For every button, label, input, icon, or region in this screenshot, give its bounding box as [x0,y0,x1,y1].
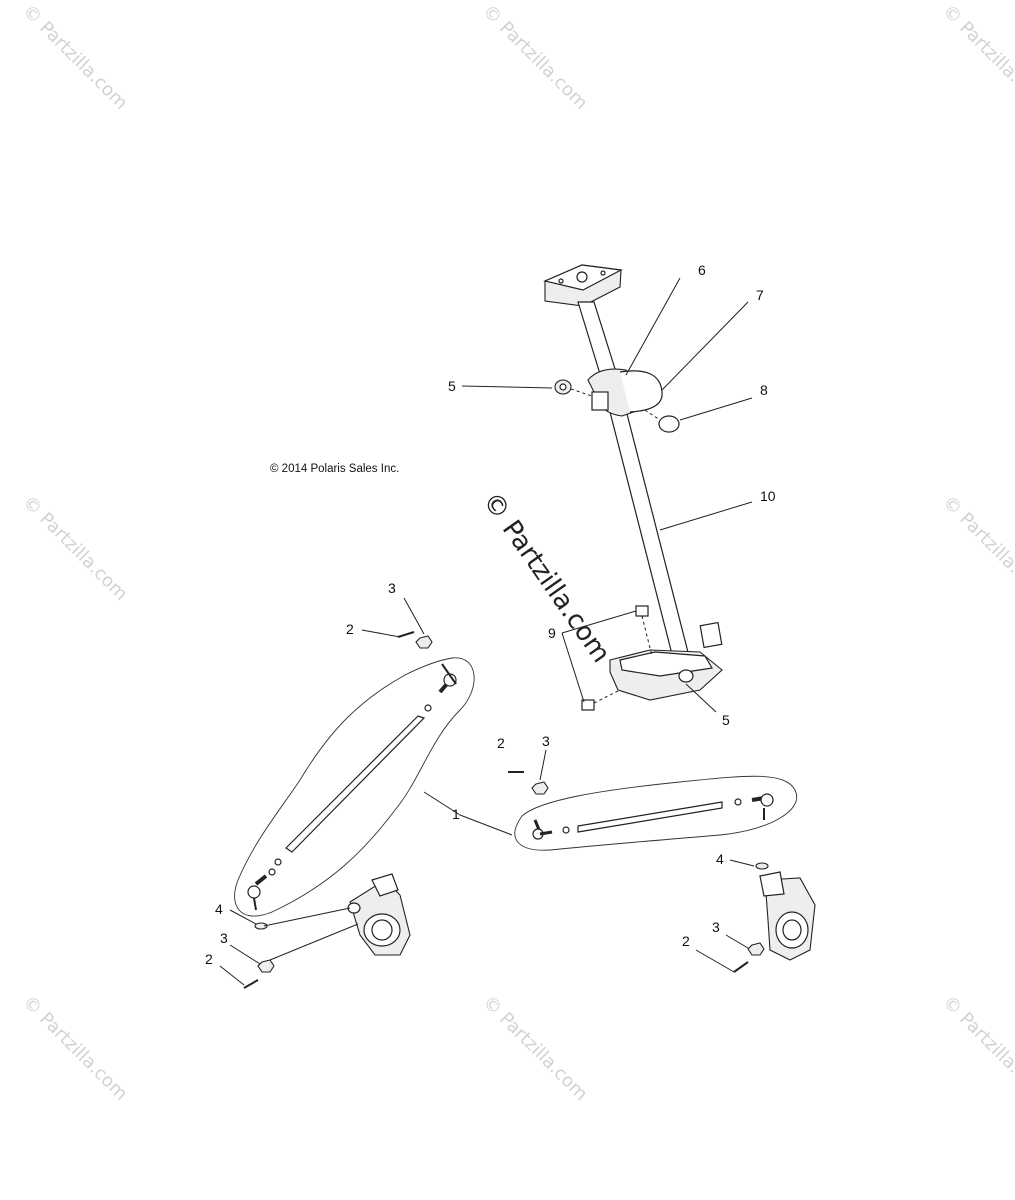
callout-4: 4 [716,851,724,867]
nut-hole [559,383,567,391]
plate-bolt-hole [558,278,564,284]
plate-bolt-hole [600,270,606,276]
leader-3a [403,597,425,635]
watermark: © Partzilla.com [938,1,1015,114]
nut [531,781,549,795]
bolt-line [570,388,593,397]
washer [254,922,268,930]
leader-washer-knuckle [263,907,351,927]
bracket-nut [678,669,694,683]
callout-5: 5 [722,712,730,728]
leader-6 [625,277,681,376]
bolt-head [581,699,595,711]
leader-lines [219,277,755,986]
bolt-head [635,605,649,617]
callout-8: 8 [760,382,768,398]
tie-rod [285,715,426,853]
tie-rod [577,801,723,833]
washer [755,862,769,870]
steering-knuckle [347,873,411,956]
leader-2c [219,965,245,986]
leader-8 [679,397,753,421]
callout-2: 2 [205,951,213,967]
left-tie-rod-assembly [234,631,475,989]
bracket-post [699,621,723,649]
watermark: © Partzilla.com [478,992,591,1105]
tie-rod-end [532,819,553,840]
leader-4a [229,909,257,925]
callout-2: 2 [682,933,690,949]
callout-5: 5 [448,378,456,394]
nut [747,942,765,956]
tie-rod-end [438,663,457,694]
clamp-block [591,391,609,411]
cotter-pin [733,961,749,973]
leader-3c [229,944,261,965]
callout-2: 2 [497,735,505,751]
leader-9a [561,610,637,634]
leader-4b [729,859,755,867]
watermark: © Partzilla.com [18,492,131,605]
column-tube [609,409,691,663]
leader-5b [685,683,717,713]
jam-nut [274,858,282,866]
nut [415,635,433,649]
bolt-line [593,689,621,704]
callout-3: 3 [712,919,720,935]
callout-9: 9 [548,625,556,641]
cotter-pin [243,979,259,989]
leader-3d [725,934,749,949]
tie-rod-end [751,793,774,820]
tie-rod-end [247,874,268,911]
watermark: © Partzilla.com [18,992,131,1105]
callout-10: 10 [760,488,776,504]
leader-7 [661,301,749,391]
callout-1: 1 [452,806,460,822]
watermark: © Partzilla.com [938,992,1015,1105]
plate-hole [576,271,588,283]
right-tie-rod-assembly [508,771,816,973]
callout-labels: 6 7 5 8 10 9 5 3 2 2 3 1 4 4 3 2 3 2 [205,262,776,967]
leader-10 [659,501,753,531]
leader-5a [461,385,553,389]
clamp-strap [619,370,663,413]
watermark: © Partzilla.com [478,1,591,114]
jam-nut [562,826,570,834]
leader-3b [539,749,547,781]
callout-2: 2 [346,621,354,637]
upper-shaft [577,301,617,375]
jam-nut [734,798,742,806]
jam-nut [424,704,432,712]
nut [257,959,275,973]
leader-1b [459,814,513,836]
callout-7: 7 [756,287,764,303]
leader-nut-knuckle [269,923,359,961]
callout-3: 3 [542,733,550,749]
callout-6: 6 [698,262,706,278]
callout-3: 3 [220,930,228,946]
callout-3: 3 [388,580,396,596]
watermark: © Partzilla.com [18,1,131,114]
leader-2a [361,629,401,638]
left-assembly-outline [234,657,475,917]
leader-2d [695,949,735,973]
leader-1a [423,791,461,816]
bolt-line [641,615,653,657]
cap [658,415,680,433]
steering-knuckle [759,871,816,961]
copyright-text: © 2014 Polaris Sales Inc. [270,463,399,475]
leader-9b [561,632,585,703]
jam-nut [268,868,276,876]
steering-column [543,264,723,711]
watermark-center: © Partzilla.com [476,487,616,669]
watermark: © Partzilla.com [938,492,1015,605]
cotter-pin [397,631,415,638]
cap-line [644,409,661,421]
callout-4: 4 [215,901,223,917]
right-assembly-outline [514,775,798,851]
